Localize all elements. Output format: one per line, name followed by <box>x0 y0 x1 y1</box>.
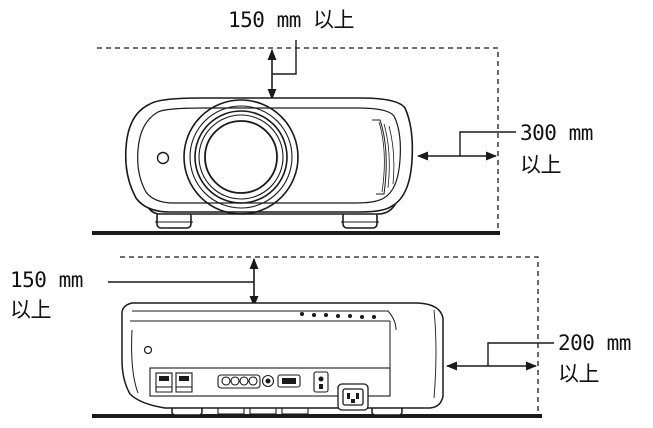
audio-jacks <box>217 374 275 389</box>
projector-side <box>121 302 444 416</box>
front-top-clearance-label: 150 mm 以上 <box>228 8 355 32</box>
side-side-clearance-suffix: 以上 <box>558 362 600 386</box>
front-view-clearance-boundary <box>97 47 499 232</box>
hdmi-ports <box>155 372 193 393</box>
projector-front <box>124 97 414 229</box>
side-side-clearance-value: 200 mm <box>558 331 631 355</box>
front-side-clearance-value: 300 mm <box>520 121 593 145</box>
side-view-side-leader <box>487 342 554 366</box>
power-inlet <box>337 383 369 411</box>
front-view-side-leader <box>459 131 516 156</box>
side-view-floor <box>92 414 542 418</box>
front-side-clearance-suffix: 以上 <box>520 153 562 177</box>
front-view-floor <box>92 231 500 235</box>
side-view-clearance-boundary <box>120 256 539 418</box>
front-view <box>92 40 516 235</box>
side-top-clearance-suffix: 以上 <box>10 298 52 322</box>
side-top-clearance-value: 150 mm <box>10 268 83 292</box>
front-view-top-leader <box>272 40 297 75</box>
side-view <box>92 256 554 418</box>
